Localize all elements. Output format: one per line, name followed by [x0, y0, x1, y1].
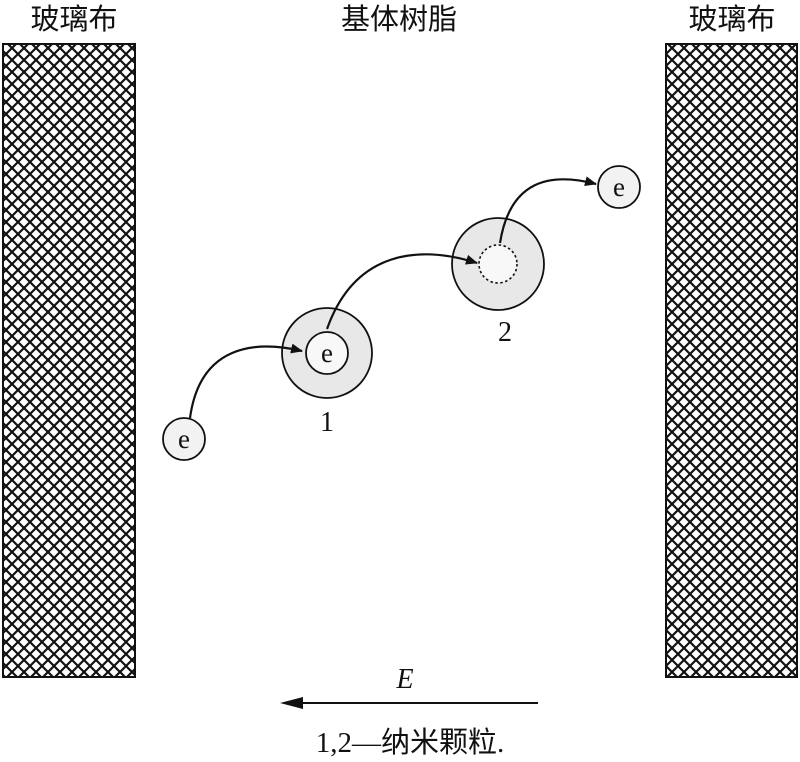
field-label: E [395, 664, 413, 695]
electron-trapped-label: e [321, 338, 333, 368]
left-glass-cloth-layer [2, 43, 136, 678]
electron-end-label: e [613, 172, 625, 202]
caption: 1,2—纳米颗粒. [316, 726, 505, 759]
field-arrow-head [280, 697, 303, 709]
electron-start: e [162, 417, 206, 461]
electron-end: e [597, 165, 641, 209]
nanoparticle-1: e [281, 307, 373, 399]
hop-arrow-1 [188, 343, 303, 419]
right-glass-cloth-layer [665, 43, 798, 678]
right-layer-label: 玻璃布 [688, 2, 775, 36]
nanoparticle-1-label: 1 [320, 407, 334, 438]
nanoparticle-2-label: 2 [498, 317, 512, 348]
hop-arrow-3 [498, 176, 597, 244]
electron-start-label: e [178, 424, 190, 454]
hop-arrow-2 [325, 253, 478, 330]
nanoparticle-2 [451, 217, 545, 311]
center-layer-label: 基体树脂 [341, 2, 457, 36]
left-layer-label: 玻璃布 [30, 2, 117, 36]
